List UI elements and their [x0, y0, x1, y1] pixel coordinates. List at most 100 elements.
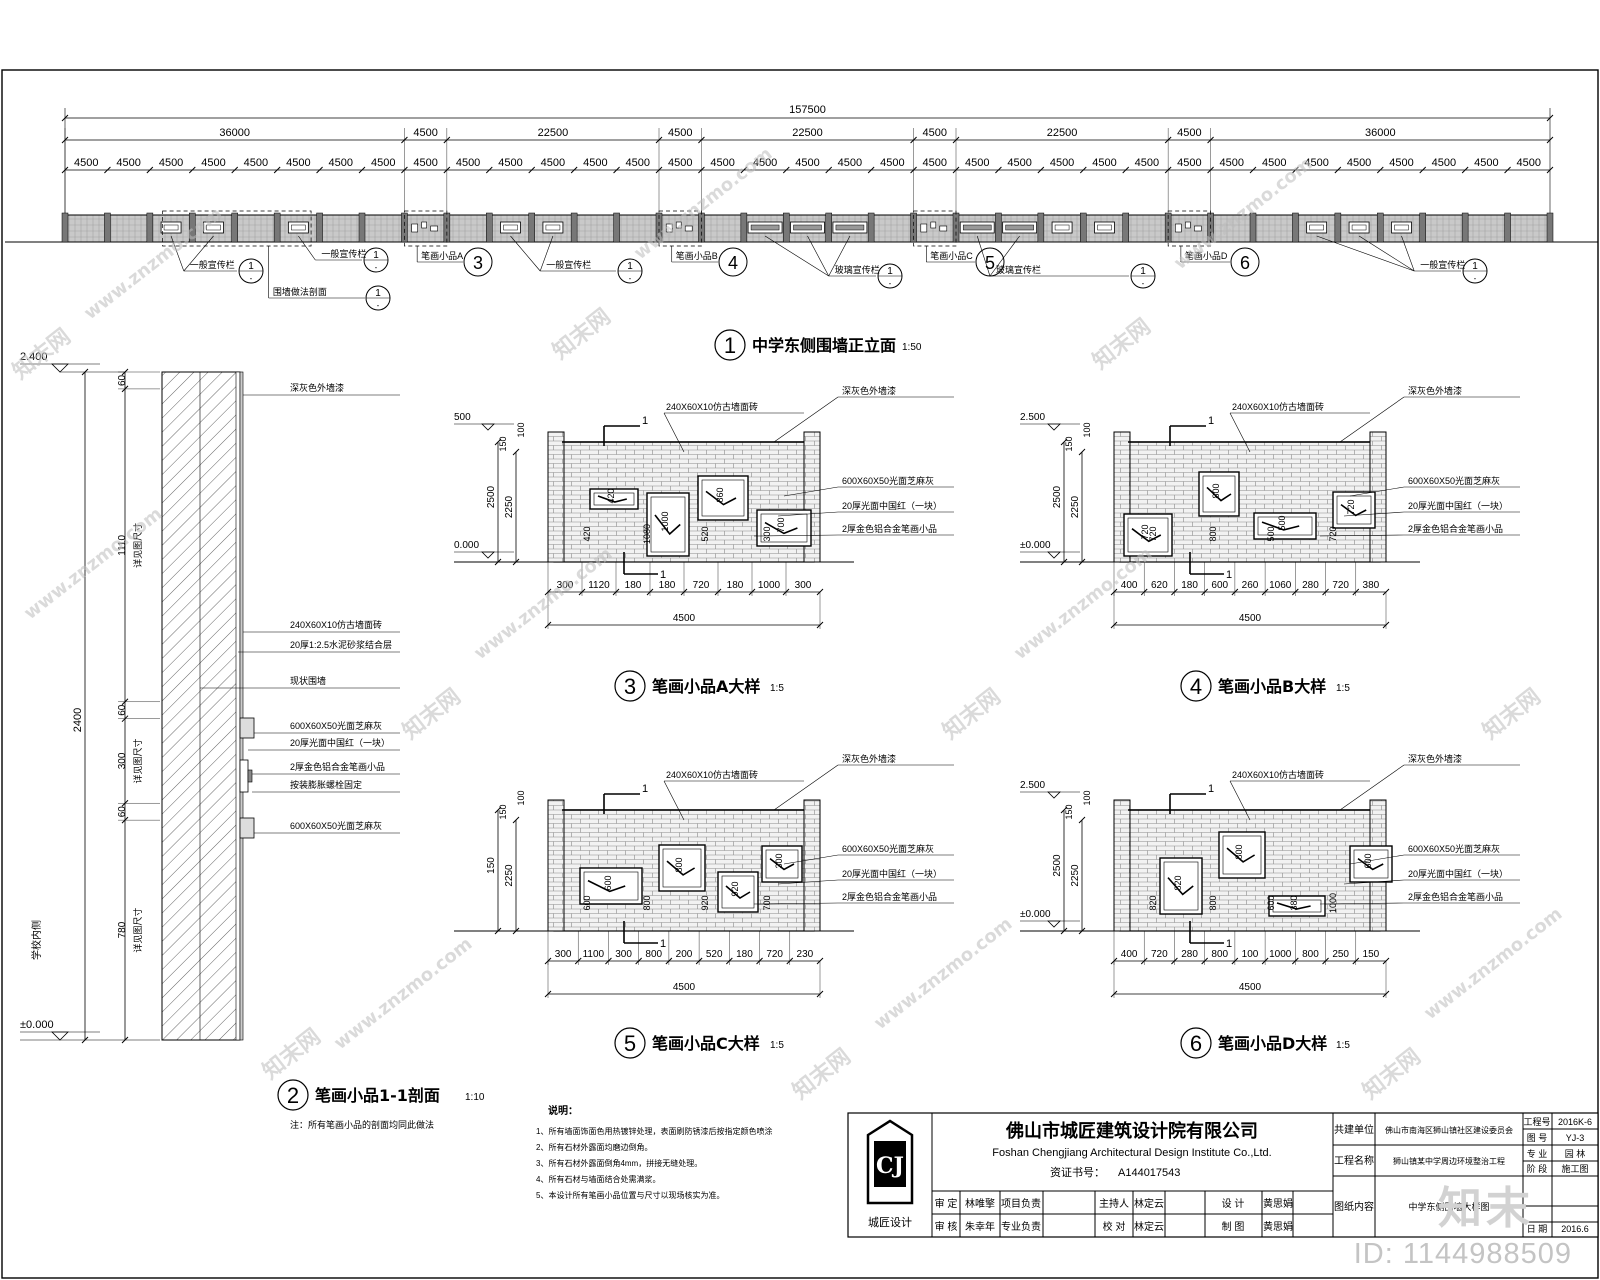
detail-3-stroke-art-1 [654, 514, 681, 536]
detail-5-chain-dim-3: 800 [645, 949, 662, 960]
detail-6-title-title: 笔画小品D大样 [1218, 1034, 1327, 1053]
detail-3-title-title: 笔画小品A大样 [652, 677, 760, 696]
detail-5-label-1: 240X60X10仿古墙面砖 [666, 769, 758, 780]
detail-5-inner-dim-1: 800 [642, 895, 652, 910]
project-label: 工程名称 [1334, 1154, 1374, 1167]
section-chain-dim-5: 780 [117, 921, 128, 938]
wall-pillar-7 [358, 212, 366, 243]
detail-4-cut-bottom-label: 1 [1226, 569, 1232, 581]
detail-5-panel-inner-0 [583, 871, 639, 901]
detail-3-panel-inner-1 [650, 496, 686, 553]
detail-6-chain-dim-4: 100 [1242, 949, 1259, 960]
wall-pillar-8 [401, 212, 408, 243]
section-total-tick-bottom [81, 1036, 89, 1044]
sheet-border [1, 69, 1599, 1279]
unit-dim-22: 4500 [1007, 157, 1031, 169]
callout-general-3-symbol-sheet: - [629, 274, 632, 283]
detail-6-label-1: 240X60X10仿古墙面砖 [1232, 769, 1324, 780]
detail-3-stroke-art-3 [764, 521, 798, 535]
callout-general-1-symbol-sheet: - [250, 274, 253, 283]
design-label: 设 计 [1222, 1197, 1245, 1210]
callout-general-4-label: 一般宣传栏 [1420, 259, 1465, 270]
callout-general-2-symbol-no: 1 [373, 250, 379, 261]
detail-6-base-level-text: ±0.000 [1020, 909, 1051, 920]
detail-6-stroke-art-1 [1226, 847, 1256, 863]
wall-pillar-2 [146, 212, 154, 243]
detail-6-top-level-symbol [1047, 791, 1061, 799]
detail-6-stroke-art-2 [1276, 902, 1311, 910]
detail-6-label-2: 600X60X50光面芝麻灰 [1408, 843, 1500, 854]
unit-tick-30 [1334, 166, 1342, 174]
unit-dim-21: 4500 [965, 157, 989, 169]
date-value: 2016.6 [1561, 1224, 1589, 1234]
wm-16: 知末网 [1358, 1044, 1426, 1105]
detail-4-h1-tick-top [1060, 438, 1068, 446]
unit-tick-18 [825, 166, 833, 174]
section-frame-bottom [239, 817, 255, 839]
detail-6-chain-dim-2: 280 [1181, 949, 1198, 960]
callout-item-c-no: 5 [985, 253, 995, 273]
detail-3-cap-dim: 150 [498, 436, 508, 451]
detail-3-inner-dim-1: 1080 [642, 524, 652, 544]
detail-3-chain-dim-4: 720 [693, 580, 710, 591]
stage-label: 阶 段 [1527, 1163, 1548, 1174]
callout-section-sheet: - [377, 301, 380, 310]
general-panel-inner-7 [1309, 224, 1324, 231]
wm-1: 知末网 [8, 324, 76, 385]
detail-5-panel-3 [761, 845, 803, 883]
detail-3-label-leader-4 [753, 534, 839, 537]
detail-3-chain-dim-1: 1120 [588, 580, 610, 591]
wall-pillar-25 [1122, 212, 1129, 243]
unit-dim-29: 4500 [1304, 157, 1328, 169]
callout-item-b-no: 4 [728, 253, 738, 273]
general-panel-inner-9 [1394, 224, 1409, 231]
detail-3-inner-dim-2: 520 [700, 526, 710, 541]
detail-3-label-leader-1 [663, 412, 685, 453]
detail-4-title-circle [1180, 670, 1212, 702]
art-item-mark-b-2 [930, 221, 937, 229]
section-label-2: 20厚1:2.5水泥砂浆结合层 [290, 639, 392, 650]
unit-tick-34 [1504, 166, 1511, 174]
unit-tick-17 [782, 166, 790, 174]
wall-pillar-16 [740, 212, 748, 243]
section-label-3: 现状围墙 [290, 675, 326, 686]
general-panel-inner-2 [291, 224, 306, 231]
detail-4-panel-dim-2: 500 [1277, 515, 1287, 530]
callout-item-d-no: 6 [1240, 253, 1250, 273]
section-label-0: 深灰色外墙漆 [290, 382, 344, 393]
callout-glass-2-leader-1 [989, 235, 1020, 277]
detail-5-chain-dim-4: 200 [676, 949, 693, 960]
detail-6-label-leader-4 [1319, 902, 1405, 905]
unit-dim-8: 4500 [413, 157, 437, 169]
unit-tick-1 [104, 166, 111, 174]
glass-panel-inner-1 [793, 224, 822, 231]
callout-glass-2-label: 玻璃宣传栏 [996, 264, 1041, 275]
detail-5-chain-dim-1: 1100 [583, 949, 605, 960]
detail-5-label-leader-1 [663, 780, 685, 821]
unit-dim-9: 4500 [456, 157, 480, 169]
unit-dim-16: 4500 [753, 157, 777, 169]
detail-6-h1-tick-top [1060, 806, 1068, 814]
callout-item-a-symbol [463, 247, 493, 277]
detail-3-h1-tick-bot [494, 558, 502, 566]
callout-general-1-symbol-no: 1 [248, 261, 254, 272]
callout-glass-1-symbol-no: 1 [887, 266, 893, 277]
detail-6-inner-dim-3: 1000 [1328, 893, 1338, 913]
detail-4-stroke-art-2 [1261, 521, 1300, 531]
unit-tick-14 [655, 166, 663, 174]
detail-3-label-3: 20厚光面中国红（一块） [842, 500, 942, 511]
detail-3-h1-tick-top [494, 438, 502, 446]
elevation-title-title: 中学东侧围墙正立面 [752, 336, 896, 355]
detail-5-cut-top-label: 1 [642, 783, 648, 795]
detail-4-label-4: 2厚金色铝合金笔画小品 [1408, 523, 1503, 534]
callout-glass-1-label: 玻璃宣传栏 [835, 264, 880, 275]
detail-6-top-level-text: 2.500 [1020, 780, 1045, 791]
unit-dim-2: 4500 [159, 157, 183, 169]
section-tile-layer [239, 371, 244, 1041]
detail-5-chain-dim-7: 720 [766, 949, 783, 960]
wall-pillar-20 [910, 212, 917, 243]
detail-6-cut-bottom-label: 1 [1226, 938, 1232, 950]
art-item-box-1 [658, 210, 702, 247]
